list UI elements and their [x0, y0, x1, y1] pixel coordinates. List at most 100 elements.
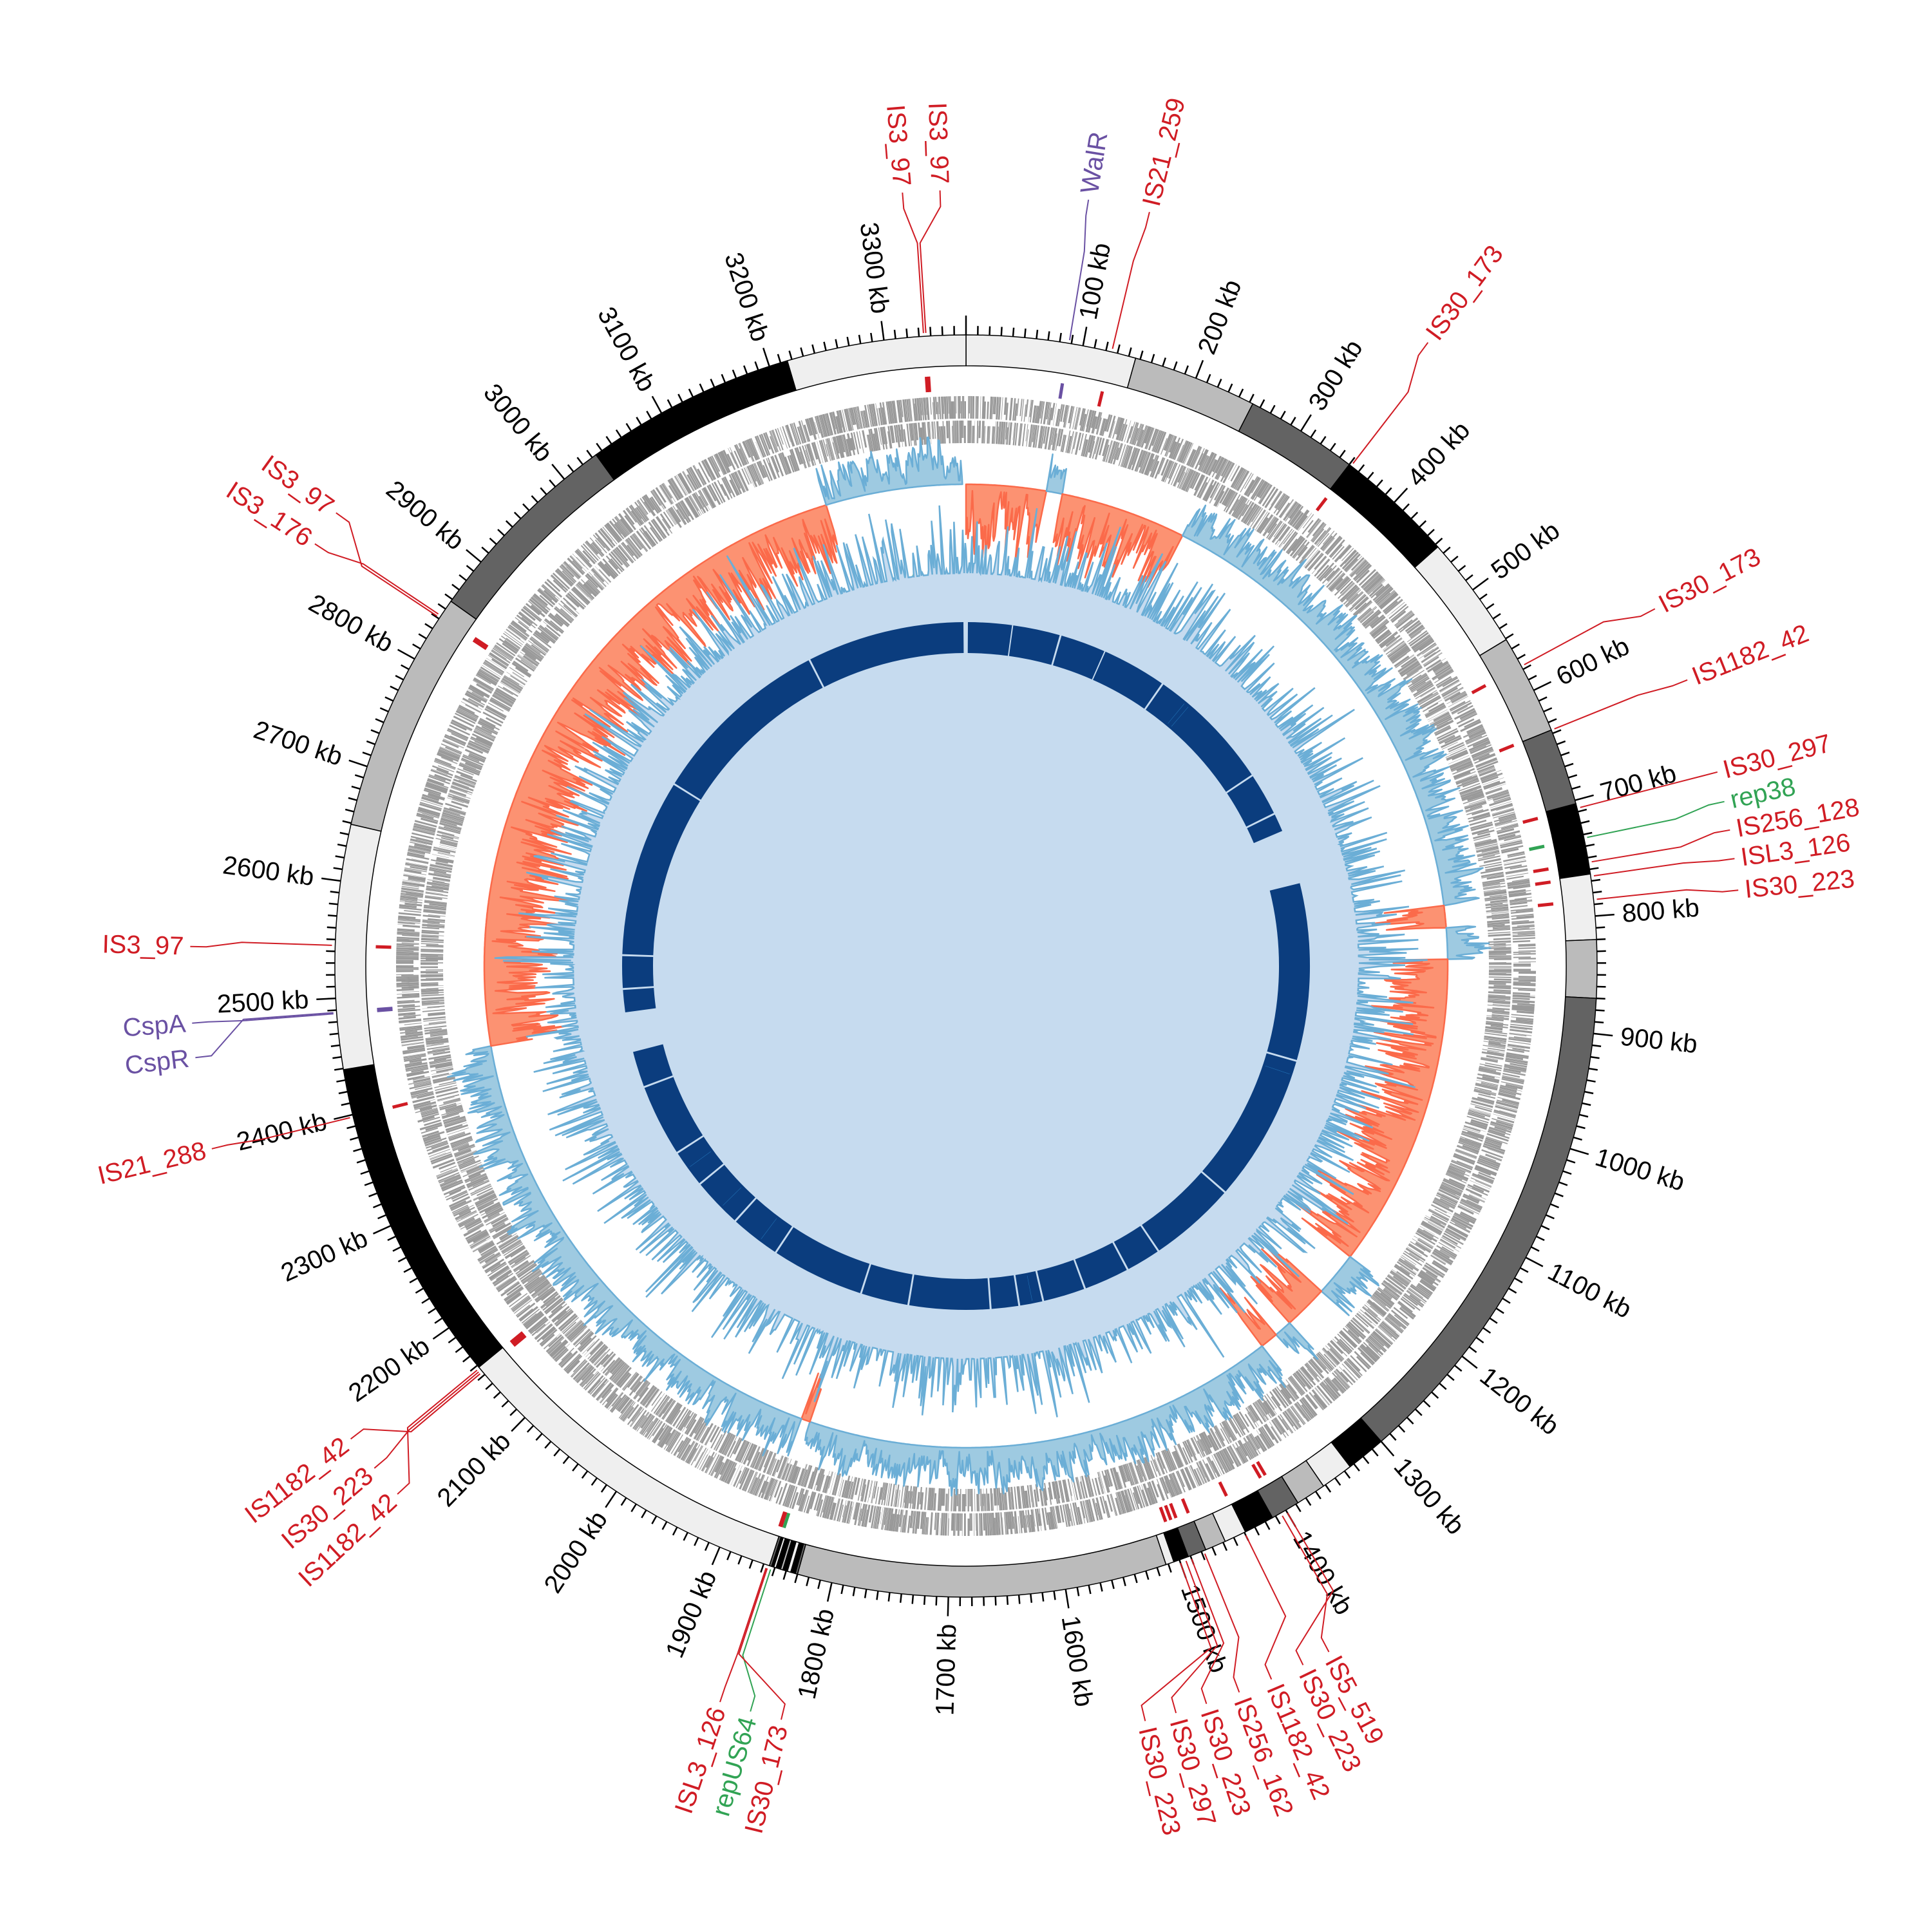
ideogram-band [1359, 996, 1597, 1443]
gc-skew-negative [1250, 1247, 1323, 1324]
annotation-label: IS30_223 [1743, 865, 1856, 904]
tick-label: 900 kb [1619, 1023, 1699, 1059]
label-connector [397, 1369, 478, 1495]
tick-label: 1100 kb [1543, 1257, 1636, 1323]
feature-marker [473, 637, 489, 649]
label-connector [374, 1371, 479, 1469]
inner-ring-block [776, 1227, 870, 1293]
inner-ring-block [1093, 651, 1162, 709]
inner-ring-block [1113, 1226, 1158, 1269]
tick-label: 2800 kb [304, 589, 398, 658]
label-connector [919, 190, 942, 334]
annotation-label: IS3_97 [881, 104, 916, 187]
inner-ring-block [1015, 1271, 1043, 1306]
ideogram-band [1126, 357, 1254, 432]
inner-ring-block [1267, 883, 1311, 1060]
label-connector [211, 1117, 350, 1150]
label-connector [1593, 858, 1735, 876]
label-connector [742, 1569, 772, 1712]
ideogram-band [334, 824, 382, 1070]
ideogram-band [786, 334, 967, 392]
tick-label: 500 kb [1486, 516, 1565, 585]
feature-marker [1535, 880, 1551, 886]
ideogram-band [1479, 639, 1552, 743]
label-connector [195, 1012, 334, 1059]
label-connector [1554, 679, 1688, 730]
tick-label: 300 kb [1303, 335, 1368, 415]
feature-marker [392, 1102, 408, 1109]
inner-ring-line [723, 1187, 742, 1206]
feature-marker [1499, 743, 1515, 753]
feature-marker [1169, 1502, 1178, 1519]
inner-ring-line [690, 1151, 711, 1167]
feature-marker [1164, 1504, 1173, 1520]
annotation-is3-97: IS3_97 [102, 930, 392, 960]
annotation-is3-97: IS3_97 [881, 104, 929, 393]
feature-marker [1256, 1461, 1267, 1476]
annotation-label: IS21_259 [1137, 95, 1191, 209]
inner-ring-block [623, 988, 656, 1012]
inner-ring-block [700, 1164, 755, 1220]
inner-ring-block [1075, 1242, 1127, 1289]
feature-marker [1218, 1481, 1228, 1497]
tick-label: 2500 kb [216, 985, 309, 1018]
inner-ring-block [644, 1077, 703, 1152]
ideogram-ring [334, 334, 1598, 1598]
ideogram-band [478, 1347, 780, 1567]
label-connector [1171, 1560, 1218, 1714]
inner-ring-block [1247, 814, 1283, 844]
feature-marker [472, 638, 488, 650]
inner-ring-block [1146, 684, 1252, 792]
tick-label: 600 kb [1552, 632, 1634, 691]
feature-marker [377, 1007, 393, 1011]
tick-label: 1700 kb [931, 1624, 961, 1716]
tick-label: 2700 kb [250, 715, 346, 772]
inner-ring-line [1265, 1065, 1290, 1075]
gc-skew-negative [800, 1372, 824, 1423]
tick-label: 100 kb [1074, 241, 1116, 322]
inner-ring-block [909, 1274, 990, 1310]
inner-ring-block [1009, 625, 1060, 665]
inner-ring-block [989, 1275, 1019, 1309]
label-connector [336, 512, 438, 617]
inner-ring-line [761, 1218, 777, 1240]
inner-ring-line [1168, 703, 1185, 724]
ideogram-band [1522, 729, 1577, 813]
inner-ring-block [633, 1044, 673, 1086]
label-connector [314, 543, 439, 615]
label-connector [719, 1567, 767, 1703]
tick-label: 1900 kb [660, 1566, 722, 1662]
annotation-label: WalR [1075, 130, 1113, 196]
inner-ring-block [862, 1264, 913, 1305]
inner-ring-block [621, 956, 654, 989]
tick-label: 3100 kb [592, 302, 661, 396]
inner-ring-block [735, 1198, 792, 1252]
ideogram-band [797, 1534, 1167, 1598]
feature-marker [779, 1511, 788, 1528]
label-connector [1204, 1553, 1240, 1693]
tick-label: 3000 kb [478, 379, 558, 468]
inner-ring-block [677, 1137, 724, 1184]
tick-label: 3300 kb [855, 221, 895, 316]
feature-marker [1528, 844, 1545, 851]
tick-label: 2600 kb [221, 851, 316, 891]
label-connector [1068, 199, 1090, 341]
inner-ring-block [1142, 1172, 1225, 1251]
label-connector [1596, 889, 1739, 900]
tick-label: 2900 kb [381, 475, 469, 556]
tick-label: 2300 kb [277, 1224, 372, 1288]
ideogram-band [965, 334, 1137, 389]
ideogram-band [595, 360, 797, 481]
label-connector [1580, 771, 1718, 808]
gc-skew-positive [1320, 1256, 1379, 1316]
annotation-cspa: CspA [122, 1007, 393, 1043]
inner-ring-block [674, 660, 823, 800]
inner-ring-block [1202, 1053, 1296, 1192]
ideogram-band [1565, 939, 1598, 999]
inner-ring-block [810, 622, 964, 687]
tick-label: 1800 kb [793, 1606, 840, 1701]
label-connector [902, 193, 924, 334]
annotation-label: CspR [124, 1045, 191, 1081]
label-connector [738, 1568, 786, 1720]
